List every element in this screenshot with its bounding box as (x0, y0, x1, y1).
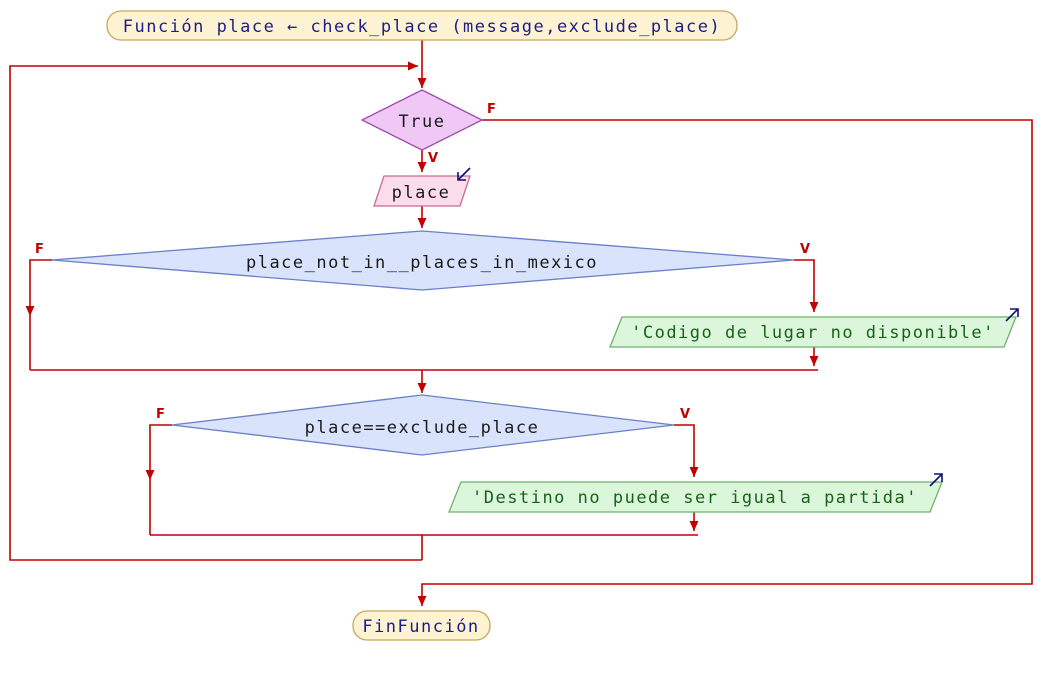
output2-shape (448, 481, 943, 513)
read-place-input[interactable]: place (373, 175, 471, 207)
read-place-shape (373, 175, 471, 207)
decision1-shape (51, 230, 795, 291)
function-end-text: FinFunción (362, 617, 479, 637)
connector-loop-back (9, 61, 422, 561)
loop-true-label: V (428, 151, 438, 166)
decision-place-equals-exclude[interactable]: place==exclude_place (171, 394, 675, 456)
connector-decision2-false (145, 424, 172, 480)
function-end[interactable]: FinFunción (352, 610, 491, 641)
connector-decision1-false (25, 259, 52, 316)
connector-loop-false (417, 119, 1033, 606)
decision1-condition-text: place_not_in__places_in_mexico (246, 253, 598, 273)
input-arrow-icon (457, 167, 471, 181)
output2-text: 'Destino no puede ser igual a partida' (472, 488, 918, 508)
function-header-shape (106, 10, 738, 41)
output-codigo-no-disponible[interactable]: 'Codigo de lugar no disponible' (609, 316, 1017, 348)
connectors (9, 40, 1033, 606)
function-end-shape (352, 610, 491, 641)
output-arrow-icon (1005, 308, 1019, 322)
decision-place-not-in-mexico[interactable]: place_not_in__places_in_mexico (51, 230, 795, 291)
decision2-true-label: V (680, 407, 690, 422)
decision1-true-label: V (800, 242, 810, 257)
read-place-text: place (392, 183, 451, 203)
loop-decision-shape (360, 89, 484, 151)
loop-condition-text: True (399, 112, 446, 132)
output1-shape (609, 316, 1017, 348)
connector-decision1-true (794, 259, 819, 312)
output-destino-igual-partida[interactable]: 'Destino no puede ser igual a partida' (448, 481, 943, 513)
decision1-false-label: F (35, 242, 44, 257)
decision2-condition-text: place==exclude_place (305, 418, 540, 438)
function-header[interactable]: Función place ← check_place (message,exc… (106, 10, 738, 41)
output1-text: 'Codigo de lugar no disponible' (631, 323, 995, 343)
decision2-shape (171, 394, 675, 456)
output-arrow-icon (929, 473, 943, 487)
loop-decision[interactable]: True (360, 89, 484, 151)
decision2-false-label: F (156, 407, 165, 422)
loop-false-label: F (487, 102, 496, 117)
connector-decision2-true (674, 424, 699, 477)
function-header-text: Función place ← check_place (message,exc… (123, 17, 721, 37)
